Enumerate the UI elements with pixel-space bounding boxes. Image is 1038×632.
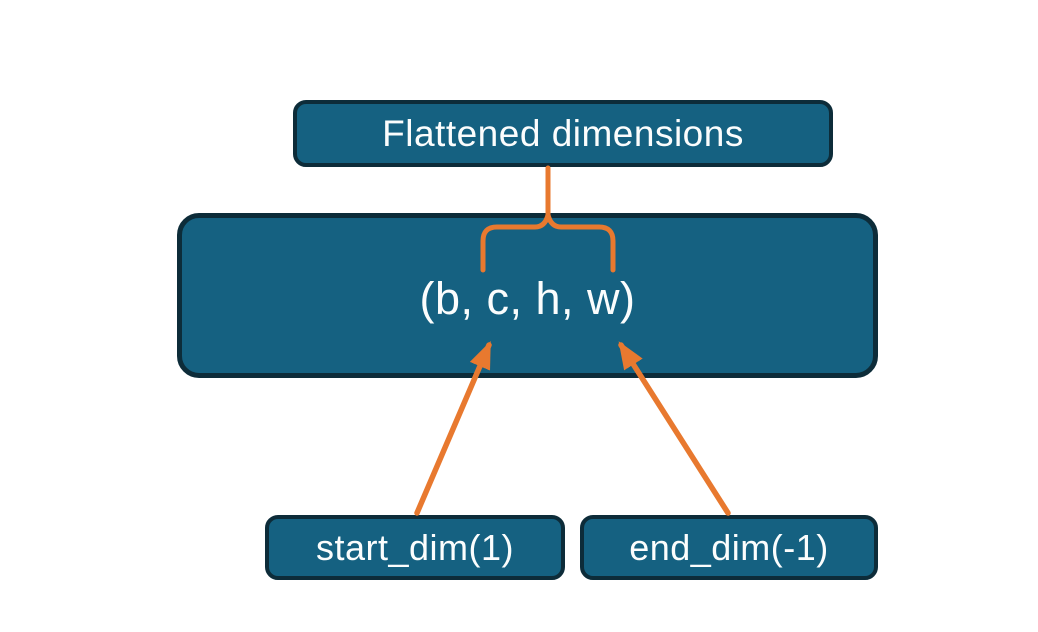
flattened-dimensions-label: Flattened dimensions (382, 112, 744, 154)
tensor-shape-box: (b, c, h, w) (177, 213, 878, 378)
start-dim-box: start_dim(1) (265, 515, 565, 580)
start-dim-label: start_dim(1) (315, 526, 515, 568)
flattened-dimensions-box: Flattened dimensions (293, 100, 833, 167)
end-dim-box: end_dim(-1) (580, 515, 878, 580)
tensor-shape-label: (b, c, h, w) (419, 272, 636, 324)
end-dim-label: end_dim(-1) (629, 526, 829, 568)
